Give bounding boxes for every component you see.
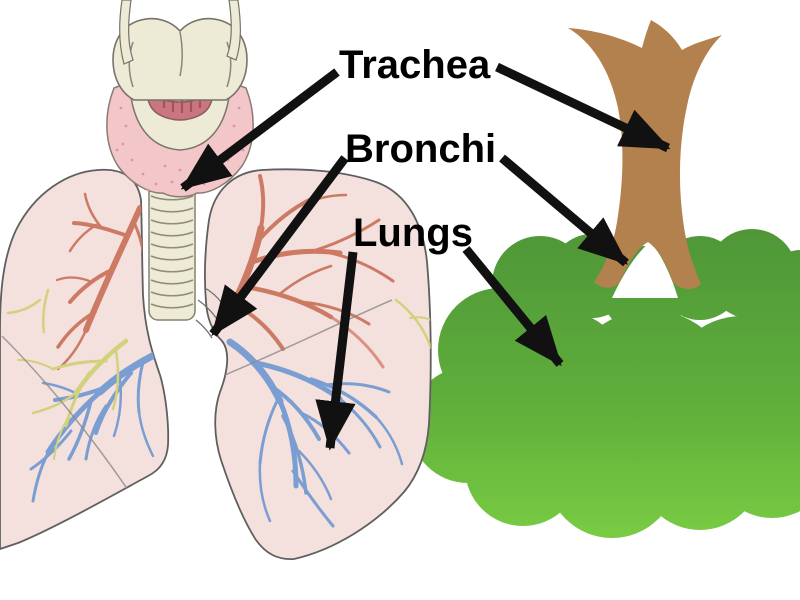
trachea-label: Trachea <box>339 43 491 87</box>
trunk-root-gap <box>612 242 678 298</box>
hyoid-horn-right <box>226 0 241 61</box>
hyoid-horn-left <box>119 0 134 65</box>
left-lung-fissure-line <box>1 335 129 491</box>
trachea-anatomy <box>148 157 196 321</box>
lungs-arrow-to-tree <box>462 246 564 367</box>
bronchi-label: Bronchi <box>345 127 496 171</box>
left-lung-yellow-vessels <box>6 288 129 460</box>
trachea-arrow-to-tree <box>495 62 671 153</box>
bronchi-arrow-to-tree <box>499 154 629 267</box>
left-lung <box>0 168 170 550</box>
larynx-anatomy <box>106 0 254 198</box>
bronchi-arrow-to-anatomy <box>209 155 349 337</box>
right-lung-yellow-vessels <box>394 298 431 350</box>
tree-figure <box>410 20 800 538</box>
trachea-arrow-to-anatomy <box>180 68 340 192</box>
lungs-arrow-to-anatomy <box>315 251 358 451</box>
lungs-label: Lungs <box>353 211 473 255</box>
cartilage-creases <box>128 31 232 88</box>
thyroid-cartilage <box>112 17 248 101</box>
right-lung-fissure-line <box>207 299 393 383</box>
callout-arrows <box>180 62 671 451</box>
left-lung-vein-tree <box>29 348 164 503</box>
right-lung-vein-tree <box>226 338 404 528</box>
tree-trunk <box>568 20 722 290</box>
